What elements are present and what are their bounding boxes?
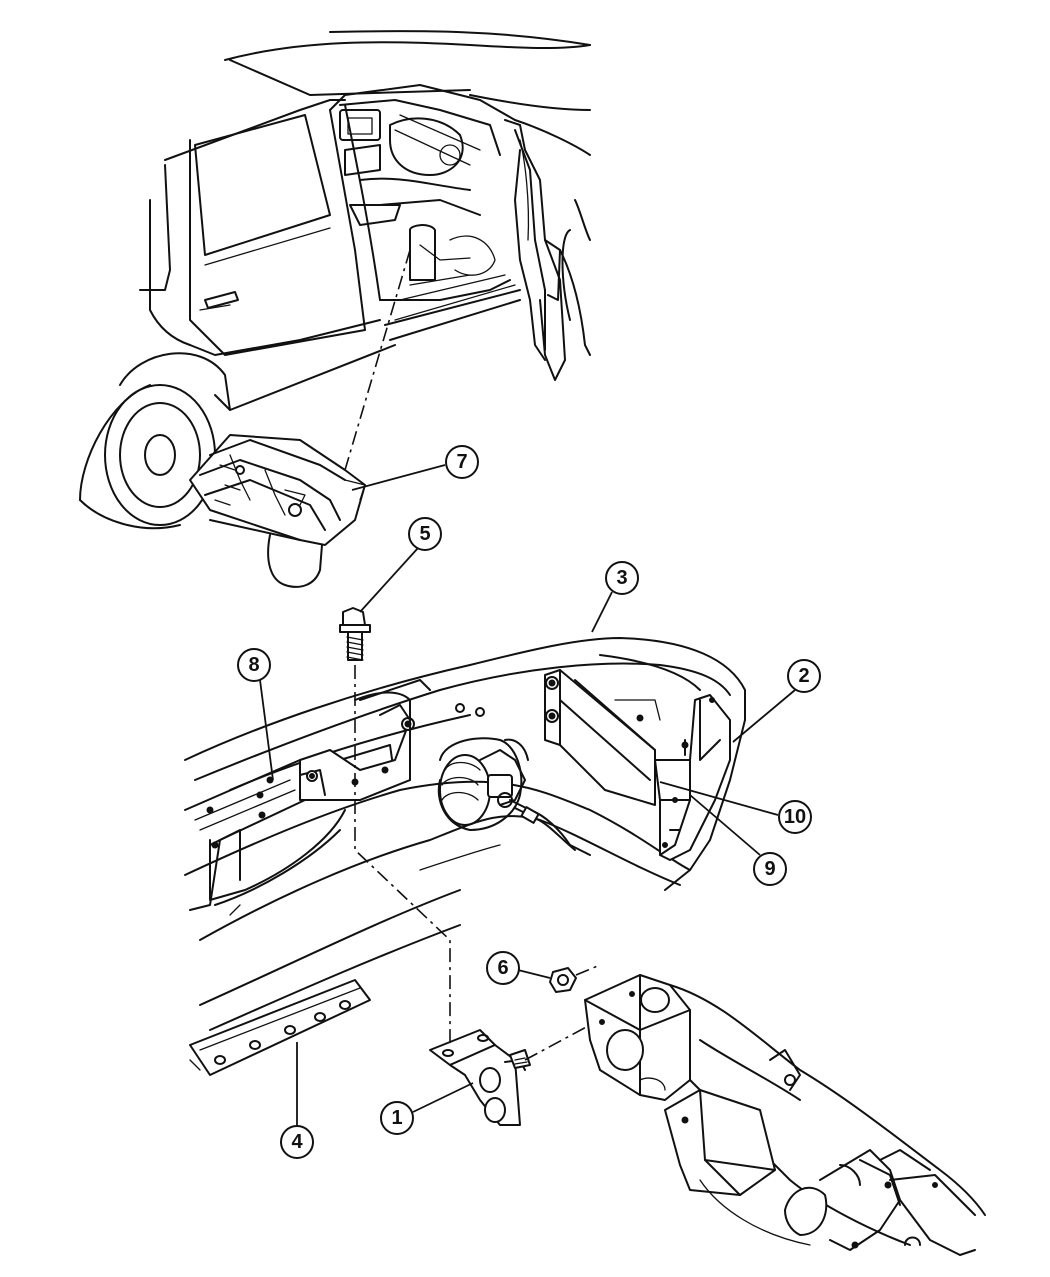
part-6-locator-line <box>575 964 601 976</box>
callout-7-label: 7 <box>456 451 467 473</box>
part-6-nut <box>549 967 577 993</box>
part-4-reinforcement-strip <box>189 979 371 1076</box>
callout-9: 9 <box>689 794 787 886</box>
vehicle-illustration <box>79 30 591 530</box>
part-1-locator-line-b <box>524 1024 591 1061</box>
callout-6: 6 <box>486 951 551 985</box>
part-5-bolt <box>339 607 371 661</box>
callout-3-label: 3 <box>616 567 627 589</box>
callout-4: 4 <box>280 1042 314 1159</box>
part-1-mounting-bracket <box>429 1029 531 1126</box>
callout-7: 7 <box>351 445 479 491</box>
callout-1-label: 1 <box>391 1107 402 1129</box>
callout-8-label: 8 <box>248 654 259 676</box>
part-7-locator-line <box>344 249 411 471</box>
callout-10-label: 10 <box>784 806 806 828</box>
part-1-locator-line-a <box>354 800 451 1045</box>
callout-2: 2 <box>732 659 821 743</box>
part-7-carpet-section <box>189 434 366 588</box>
callout-5-label: 5 <box>419 523 430 545</box>
callout-1: 1 <box>380 1082 474 1135</box>
callout-5: 5 <box>359 517 442 613</box>
callout-2-label: 2 <box>798 665 809 687</box>
part-8-bracket <box>299 704 415 801</box>
vehicle-frame-rail <box>584 974 986 1256</box>
part-10-bracket <box>544 669 661 806</box>
callout-4-label: 4 <box>291 1131 303 1153</box>
callout-6-label: 6 <box>497 957 508 979</box>
part-3-bumper-fascia <box>184 637 746 1031</box>
callout-3: 3 <box>591 561 639 633</box>
callout-8: 8 <box>237 648 274 781</box>
callout-9-label: 9 <box>764 858 775 880</box>
callout-10: 10 <box>659 781 812 834</box>
